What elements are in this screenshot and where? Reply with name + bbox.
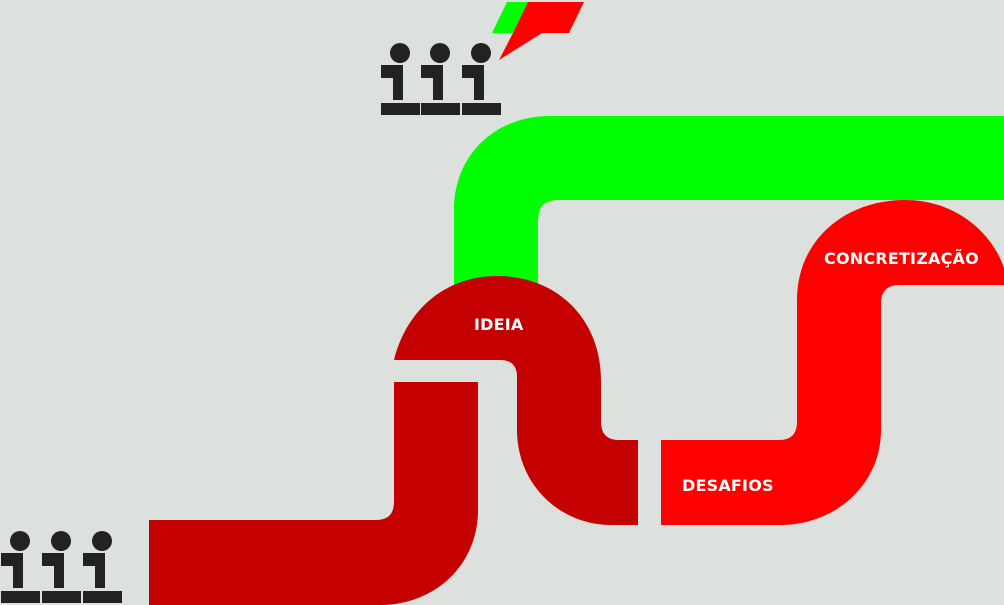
person-icon: [462, 43, 501, 115]
flag-icon: [492, 2, 584, 60]
green-pipe: [454, 116, 1004, 300]
stage-label-desafios: DESAFIOS: [682, 476, 774, 495]
stage-label-concretizacao: CONCRETIZAÇÃO: [824, 249, 979, 268]
ideia-pipe: [394, 276, 638, 525]
person-icon: [83, 531, 122, 603]
stage-label-ideia: IDEIA: [474, 315, 524, 334]
desafios-concretizacao-pipe: [661, 200, 1004, 525]
person-icon: [421, 43, 460, 115]
person-icon: [381, 43, 420, 115]
start-pipe: [149, 382, 478, 605]
people-logo-bottom: [1, 531, 122, 603]
person-icon: [42, 531, 81, 603]
people-logo-top: [381, 43, 501, 115]
person-icon: [1, 531, 40, 603]
